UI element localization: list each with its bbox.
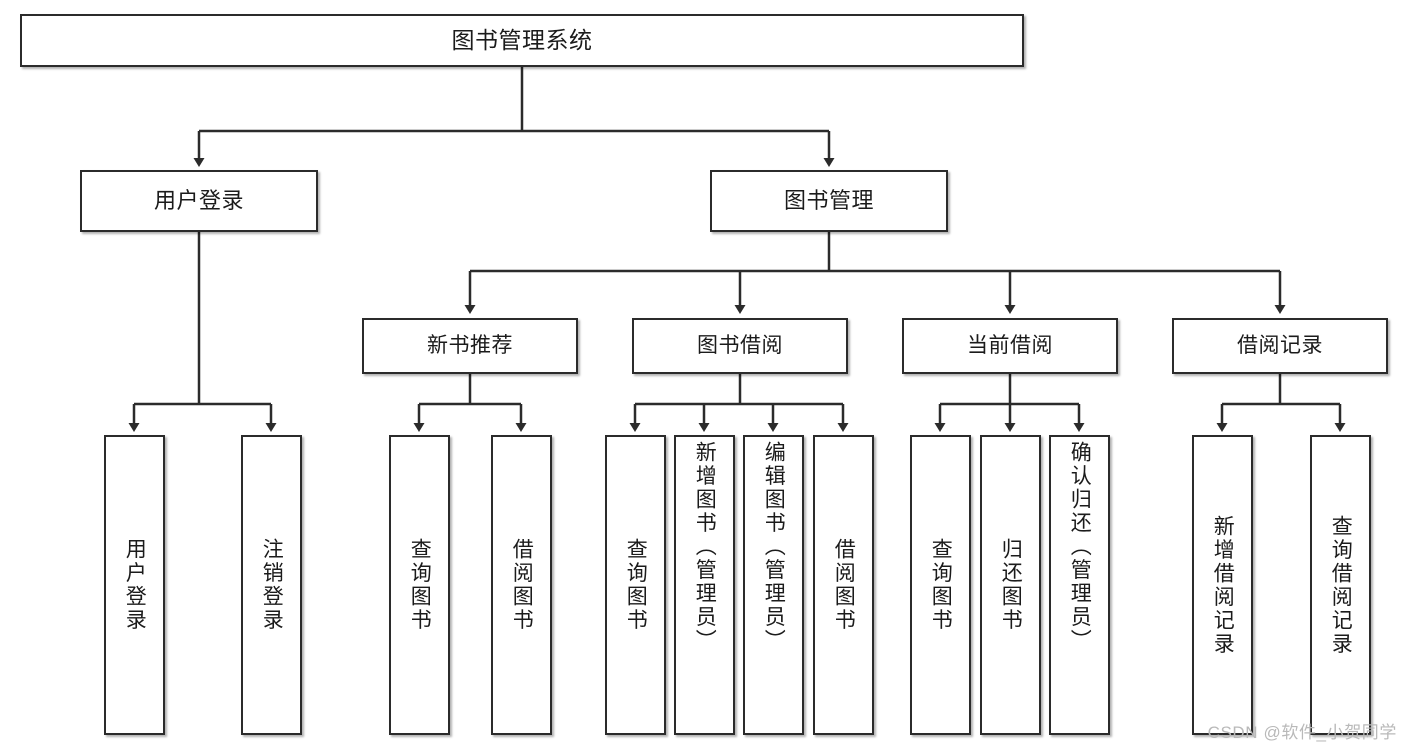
leaf-new-book-borrow[interactable]: 借阅图书 [491,435,552,735]
leaf-current-confirm-return-admin-label: 确认归还（管理员） [1068,441,1092,653]
node-root-book-management-system[interactable]: 图书管理系统 [20,14,1024,67]
leaf-borrow-edit-book-admin[interactable]: 编辑图书（管理员） [743,435,804,735]
node-root-label: 图书管理系统 [451,27,593,54]
leaf-borrow-edit-book-admin-label: 编辑图书（管理员） [762,441,786,653]
node-current-borrow-label: 当前借阅 [967,334,1053,358]
leaf-new-book-query-label: 查询图书 [408,538,432,632]
leaf-user-login-signout-label: 注销登录 [260,538,284,632]
leaf-user-login-signin[interactable]: 用户登录 [104,435,165,735]
leaf-record-add[interactable]: 新增借阅记录 [1192,435,1253,735]
leaf-current-return-book[interactable]: 归还图书 [980,435,1041,735]
leaf-current-query-book-label: 查询图书 [929,538,953,632]
node-user-login-label: 用户登录 [153,187,244,213]
node-borrow-record-label: 借阅记录 [1237,334,1323,358]
node-new-book-recommend[interactable]: 新书推荐 [362,318,578,374]
leaf-borrow-add-book-admin[interactable]: 新增图书（管理员） [674,435,735,735]
leaf-borrow-borrow-book-label: 借阅图书 [832,538,856,632]
leaf-new-book-borrow-label: 借阅图书 [510,538,534,632]
leaf-current-return-book-label: 归还图书 [999,538,1023,632]
node-borrow-record[interactable]: 借阅记录 [1172,318,1388,374]
leaf-borrow-query-book-label: 查询图书 [624,538,648,632]
leaf-record-query[interactable]: 查询借阅记录 [1310,435,1371,735]
leaf-user-login-signout[interactable]: 注销登录 [241,435,302,735]
leaf-new-book-query[interactable]: 查询图书 [389,435,450,735]
node-book-borrow-label: 图书借阅 [697,334,783,358]
node-new-book-recommend-label: 新书推荐 [427,334,513,358]
node-book-management-label: 图书管理 [783,187,874,213]
csdn-watermark: CSDN @软件_小贺同学 [1207,723,1397,742]
node-book-borrow[interactable]: 图书借阅 [632,318,848,374]
leaf-borrow-add-book-admin-label: 新增图书（管理员） [693,441,717,653]
leaf-record-add-label: 新增借阅记录 [1211,514,1235,656]
leaf-record-query-label: 查询借阅记录 [1329,514,1353,656]
leaf-user-login-signin-label: 用户登录 [123,538,147,632]
node-book-management[interactable]: 图书管理 [710,170,948,232]
node-current-borrow[interactable]: 当前借阅 [902,318,1118,374]
leaf-current-confirm-return-admin[interactable]: 确认归还（管理员） [1049,435,1110,735]
leaf-borrow-borrow-book[interactable]: 借阅图书 [813,435,874,735]
node-user-login[interactable]: 用户登录 [80,170,318,232]
leaf-borrow-query-book[interactable]: 查询图书 [605,435,666,735]
leaf-current-query-book[interactable]: 查询图书 [910,435,971,735]
